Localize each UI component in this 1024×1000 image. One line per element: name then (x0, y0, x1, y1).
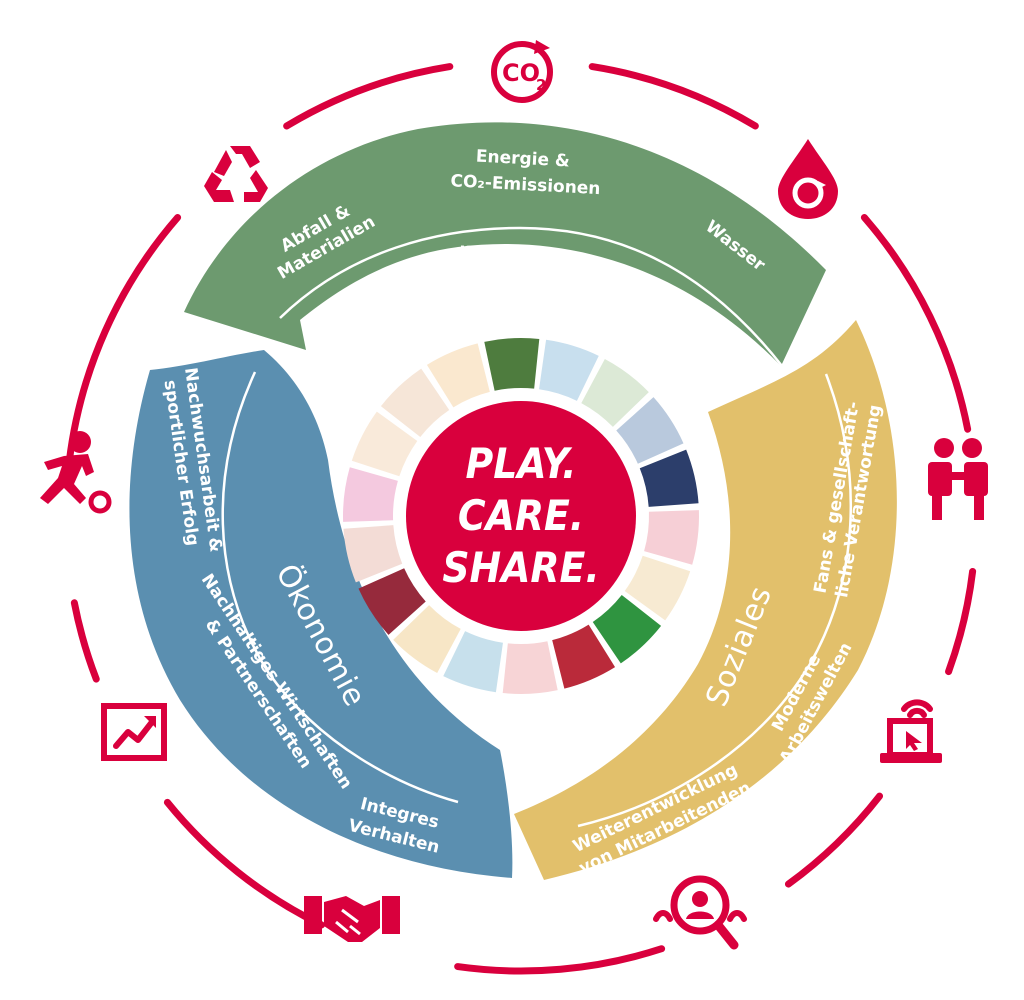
svg-text:2: 2 (536, 76, 546, 94)
sdg-segment-3 (581, 358, 649, 427)
center-circle (406, 401, 636, 631)
sdg-segment-12 (393, 605, 461, 674)
outer-ring-arc-9 (65, 213, 182, 465)
sdg-segment-17 (380, 368, 450, 438)
social-band (514, 320, 897, 880)
outer-ring-arc-5 (784, 792, 884, 888)
handshake-icon (304, 896, 400, 942)
outer-ring-arc-6 (454, 945, 666, 975)
water-drop-recycle-icon (778, 139, 838, 219)
outer-ring-arc-7 (163, 798, 326, 929)
economy-inner-line (221, 371, 459, 804)
people-icon (928, 438, 988, 520)
sdg-segment-5 (639, 449, 699, 507)
sdg-segment-6 (644, 510, 700, 565)
ecology-title: Ökologie (452, 245, 588, 286)
ecology-inner-line (279, 226, 783, 367)
laptop-wifi-icon (880, 699, 942, 763)
outer-ring-arc-2 (588, 63, 759, 130)
motto-line-1: PLAY. (466, 439, 577, 488)
outer-ring-arc-3 (860, 213, 972, 433)
motto-line-2: CARE. (458, 491, 584, 540)
outer-ring-arc-1 (283, 63, 454, 130)
sdg-segment-13 (358, 568, 426, 635)
sdg-segment-9 (552, 624, 616, 689)
recycle-icon (204, 146, 268, 202)
motto-line-3: SHARE. (442, 543, 599, 592)
growth-chart-icon (101, 703, 167, 761)
search-person-icon (653, 875, 747, 950)
outer-ring-arc-8 (70, 599, 100, 683)
sdg-segment-10 (502, 641, 558, 694)
svg-text:CO: CO (502, 59, 540, 87)
social-inner-line (577, 373, 853, 828)
sdg-segment-8 (592, 594, 662, 664)
sdg-segment-1 (484, 338, 540, 391)
sdg-segment-18 (426, 343, 490, 408)
ecology-band (184, 122, 826, 367)
sdg-segment-4 (616, 397, 684, 464)
sdg-segment-2 (539, 339, 599, 401)
outer-ring (65, 63, 977, 975)
sdg-segment-14 (343, 525, 403, 583)
sdg-segment-11 (443, 631, 503, 693)
outer-ring-arc-4 (945, 567, 977, 676)
sdg-segment-ring (343, 338, 700, 694)
sdg-segment-7 (624, 555, 691, 621)
ecology-topic-2-line-1: Energie & (475, 147, 570, 172)
football-player-icon (40, 431, 112, 514)
sdg-segment-15 (343, 467, 398, 522)
co2-icon: CO 2 (491, 40, 553, 103)
sdg-segment-16 (351, 411, 418, 477)
